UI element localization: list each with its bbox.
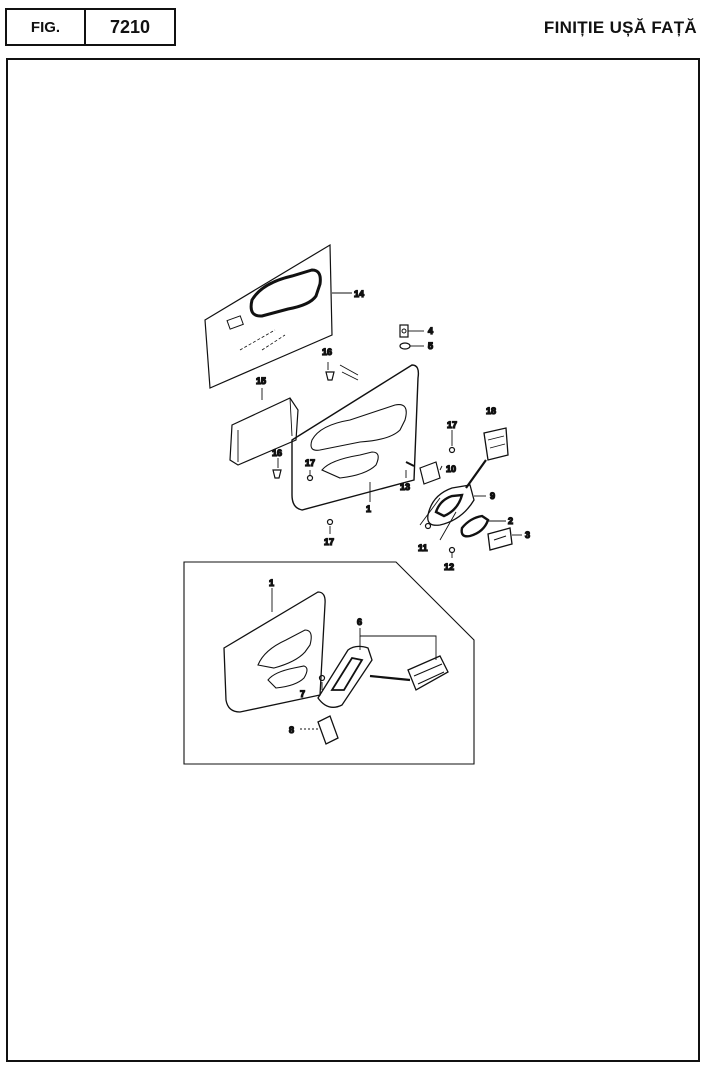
part-17-screw-lower: [326, 518, 334, 526]
leader-lines-main: [261, 292, 522, 558]
callout-16-lower: 16: [272, 448, 282, 458]
callout-9: 9: [490, 491, 495, 501]
callout-17-upper: 17: [447, 420, 457, 430]
part-9-handle-bezel: [427, 459, 487, 526]
part-15-door-pocket: [229, 397, 299, 466]
callout-13: 13: [400, 482, 410, 492]
callout-11: 11: [418, 543, 428, 553]
callout-17-mid: 17: [305, 458, 315, 468]
callout-5: 5: [428, 341, 433, 351]
callout-14: 14: [354, 289, 364, 299]
part-17-screw-upper: [448, 446, 456, 454]
callout-15: 15: [256, 376, 266, 386]
fig-label: FIG.: [7, 10, 86, 44]
callout-2: 2: [508, 516, 513, 526]
callout-12: 12: [444, 562, 454, 572]
leader-lines-inset: [271, 588, 437, 730]
detail-inset-frame: [183, 561, 475, 765]
inset-part-1-door-trim-panel: [223, 591, 326, 713]
callout-1-main: 1: [366, 504, 371, 514]
part-10-bracket: [419, 461, 441, 485]
callout-8: 8: [289, 725, 294, 735]
part-5-washer: [399, 342, 411, 350]
part-2-handle-ring: [460, 514, 490, 538]
inset-part-6-switch-panel: [317, 645, 449, 708]
callout-10: 10: [446, 464, 456, 474]
part-16-fastener-upper: [325, 371, 335, 381]
part-13-screw: [405, 461, 415, 467]
diagram-frame: [6, 58, 700, 1062]
callout-18: 18: [486, 406, 496, 416]
part-14-panel-sheet: [204, 243, 333, 389]
part-17-screw-mid: [306, 474, 314, 482]
fig-number: 7210: [109, 16, 151, 37]
callout-7: 7: [300, 689, 305, 699]
callout-6: 6: [357, 617, 362, 627]
part-4-clip: [399, 324, 409, 338]
callout-1-inset: 1: [269, 578, 274, 588]
part-1-door-trim-panel: [291, 364, 420, 511]
figure-header-box: FIG. 7210: [5, 8, 176, 46]
part-18-switch: [483, 427, 509, 461]
inset-part-7-screw: [318, 674, 326, 682]
callout-16-upper: 16: [322, 347, 332, 357]
callout-3: 3: [525, 530, 530, 540]
callout-17-lower: 17: [324, 537, 334, 547]
inset-part-8-bracket: [317, 715, 339, 745]
callout-4: 4: [428, 326, 433, 336]
part-3-inner-handle: [487, 527, 513, 551]
page-title: FINIȚIE UȘĂ FAȚĂ: [543, 18, 697, 37]
part-16-fastener-lower: [272, 469, 282, 479]
part-12-screw: [448, 546, 456, 554]
part-11-screw: [424, 522, 432, 530]
